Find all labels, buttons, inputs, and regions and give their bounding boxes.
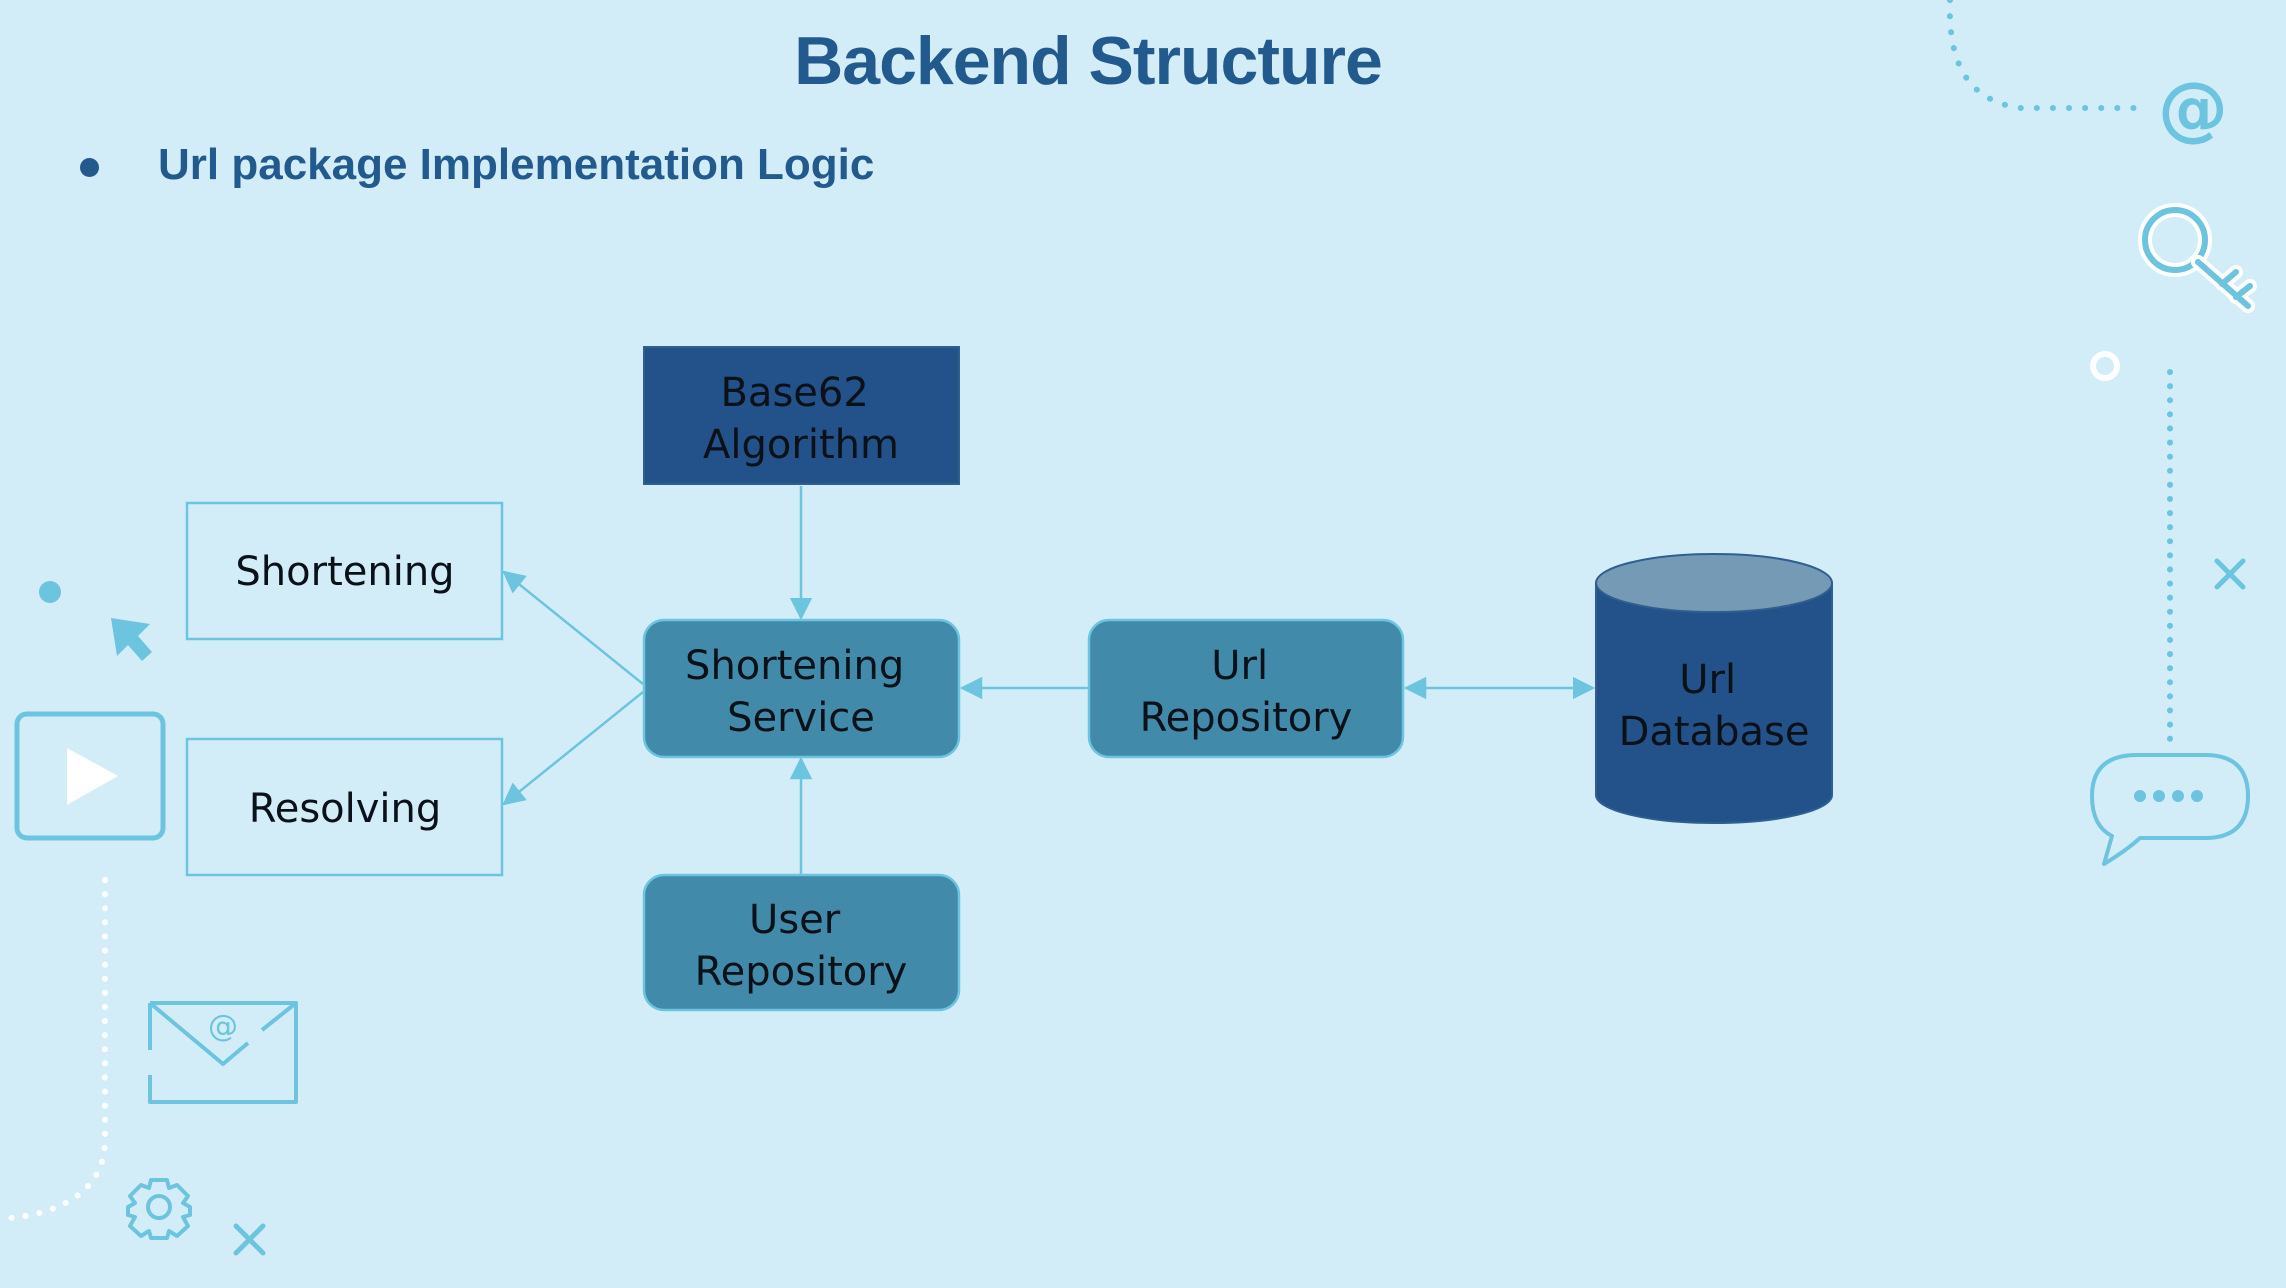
node-shortening-service: Shortening Service — [642, 618, 961, 759]
node-resolving: Resolving — [185, 737, 504, 877]
svg-text:Shortening Service: Shortening Service — [685, 643, 917, 741]
decorations: @ — [7, 0, 2257, 1256]
bullet-text: Url package Implementation Logic — [158, 140, 875, 189]
key-icon — [2138, 203, 2257, 313]
chat-bubble-icon — [2090, 753, 2250, 866]
dotted-curve-top-right — [1946, 0, 2143, 111]
svg-text:Url Repository: Url Repository — [1140, 643, 1353, 741]
svg-text:Url Database: Url Database — [1619, 657, 1810, 755]
svg-text:Resolving: Resolving — [249, 786, 442, 832]
envelope-icon: @ — [148, 1001, 298, 1104]
close-x-icon — [233, 1223, 266, 1256]
at-sign-icon: @ — [2158, 67, 2228, 149]
diagram-edges — [502, 486, 1596, 874]
node-base62-algorithm: Base62 Algorithm — [643, 346, 960, 485]
edge-service-to-resolving — [502, 691, 644, 806]
cursor-arrow-icon — [111, 618, 152, 661]
gear-icon — [126, 1178, 192, 1240]
svg-text:@: @ — [208, 1009, 238, 1044]
dot-decoration — [39, 581, 61, 603]
edge-service-to-shortening — [502, 570, 644, 685]
bullet-dot — [80, 158, 99, 177]
node-shortening: Shortening — [185, 501, 504, 641]
ring-icon — [2090, 351, 2120, 381]
svg-text:Base62 Algorithm: Base62 Algorithm — [703, 370, 899, 468]
svg-text:Shortening: Shortening — [235, 549, 454, 595]
svg-text:User Repository: User Repository — [695, 897, 908, 995]
node-user-repository: User Repository — [642, 873, 961, 1012]
close-x-icon — [2214, 558, 2246, 590]
node-url-database: Url Database — [1595, 553, 1833, 824]
dotted-curve-bottom-left — [7, 877, 108, 1221]
diagram-nodes: Base62 Algorithm Shortening Resolving — [185, 346, 1833, 1012]
node-url-repository: Url Repository — [1087, 618, 1405, 759]
play-button-icon — [14, 711, 166, 841]
slide-title: Backend Structure — [794, 23, 1383, 99]
